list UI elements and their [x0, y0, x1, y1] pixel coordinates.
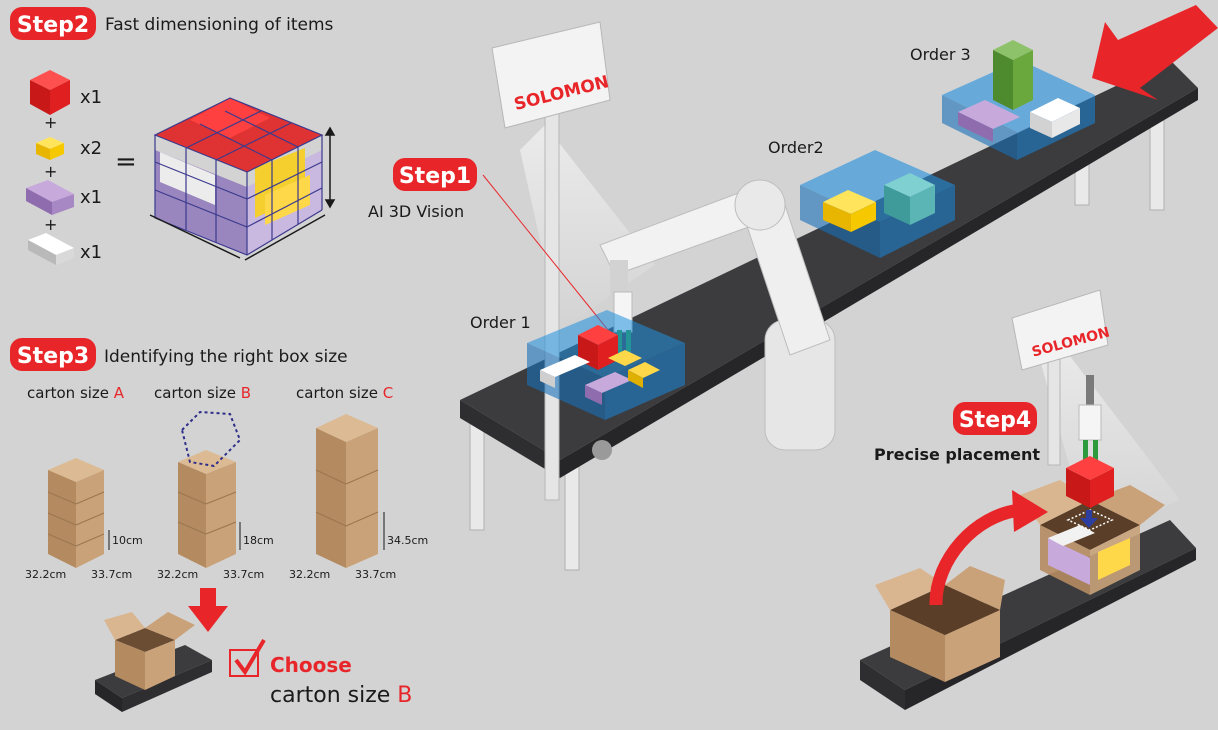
selected-carton-illustration: [95, 612, 212, 712]
svg-text:Step1: Step1: [399, 164, 471, 189]
carton-a-label: carton size A: [27, 384, 125, 402]
step3-title: Identifying the right box size: [104, 347, 348, 367]
carton-b-width: 32.2cm: [157, 568, 198, 581]
placement-arrow-icon: [1080, 510, 1098, 528]
carton-c-illustration: [315, 414, 379, 568]
order3-label: Order 3: [910, 45, 971, 64]
step4-badge: Step4: [953, 402, 1037, 435]
carton-c-depth: 33.7cm: [355, 568, 396, 581]
red-cube-held-icon: [1066, 456, 1114, 508]
order2-scan-volume: [800, 150, 955, 258]
carton-a-height: 10cm: [112, 534, 143, 547]
step2-badge: Step2: [10, 7, 96, 40]
carton-a-depth: 33.7cm: [91, 568, 132, 581]
qty-yellow-box: x2: [80, 138, 102, 159]
step1-section: Step1 AI 3D Vision: [368, 158, 613, 336]
step1-badge: Step1: [393, 158, 477, 191]
carton-b-illustration: [177, 410, 242, 568]
step3-badge: Step3: [10, 338, 96, 371]
incoming-arrow-icon: [1092, 5, 1218, 100]
gripper-illustration: [1078, 375, 1102, 460]
carton-a-width: 32.2cm: [25, 568, 66, 581]
plus-sign: +: [44, 113, 57, 132]
svg-text:Step3: Step3: [17, 344, 89, 369]
purple-box-item-icon: [26, 180, 74, 215]
step3-section: Step3 Identifying the right box size car…: [10, 338, 428, 712]
carton-c-height: 34.5cm: [387, 534, 428, 547]
curved-arrow-icon: [929, 490, 1048, 606]
check-icon: [229, 638, 266, 677]
qty-white-box: x1: [80, 242, 102, 263]
step4-title: Precise placement: [874, 445, 1040, 464]
plus-sign: +: [44, 215, 57, 234]
carton-b-height: 18cm: [243, 534, 274, 547]
white-box-item-icon: [28, 233, 74, 265]
order3-scan-volume: [942, 40, 1095, 160]
chosen-carton-label: carton size B: [270, 683, 412, 708]
down-arrow-icon: [188, 588, 228, 632]
svg-text:Step4: Step4: [959, 408, 1031, 433]
yellow-box-item-icon: [36, 137, 64, 160]
order1-label: Order 1: [470, 313, 531, 332]
carton-b-label: carton size B: [154, 384, 251, 402]
carton-b-depth: 33.7cm: [223, 568, 264, 581]
carton-c-label: carton size C: [296, 384, 393, 402]
empty-carton-illustration: [875, 566, 1005, 682]
qty-red-cube: x1: [80, 87, 102, 108]
step2-section: Step2 Fast dimensioning of items x1 + x2…: [10, 7, 336, 265]
plus-sign: +: [44, 162, 57, 181]
carton-c-width: 32.2cm: [289, 568, 330, 581]
step1-title: AI 3D Vision: [368, 202, 464, 221]
order2-label: Order2: [768, 138, 824, 157]
step2-title: Fast dimensioning of items: [105, 15, 334, 35]
qty-purple-box: x1: [80, 187, 102, 208]
packed-items-grid-illustration: [149, 97, 336, 261]
carton-a-illustration: [47, 458, 105, 568]
robot-arm-illustration: [599, 179, 836, 451]
svg-text:Step2: Step2: [17, 13, 89, 38]
choose-label: Choose: [270, 653, 352, 677]
step4-section: SOLOMON: [860, 289, 1196, 710]
red-cube-item-icon: [30, 70, 70, 115]
equals-sign: =: [115, 147, 137, 177]
order1-scan-volume: [527, 310, 685, 420]
